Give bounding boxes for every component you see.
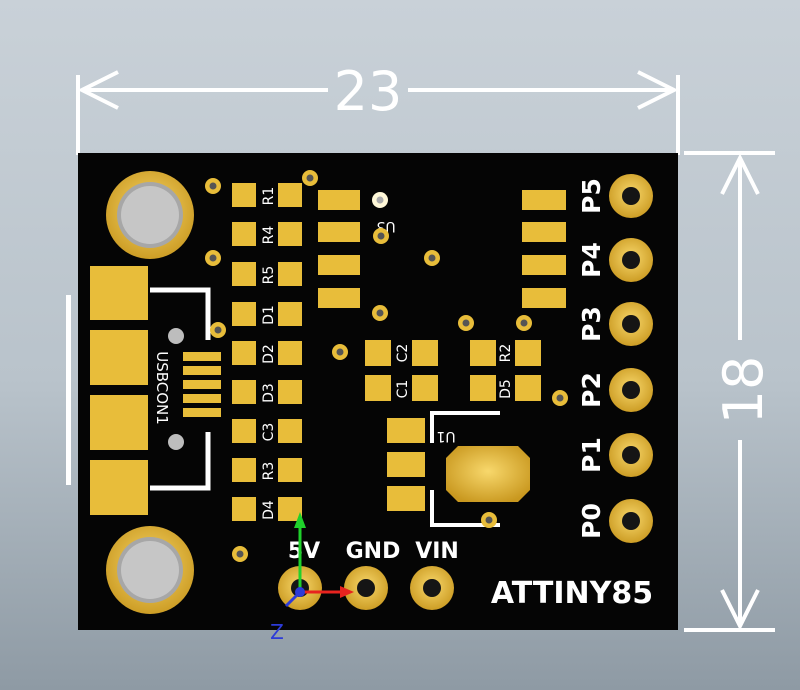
pin-label-p4: P4 (577, 242, 606, 278)
label-r2: R2 (498, 344, 514, 363)
header-pins (609, 174, 653, 543)
smd-column (232, 183, 302, 521)
label-d1: D1 (261, 305, 277, 325)
u3-regulator (318, 190, 360, 308)
pin-label-p0: P0 (577, 503, 606, 539)
axis-z-label: Z (270, 620, 284, 644)
width-label: 23 (334, 60, 403, 123)
pin-label-p1: P1 (577, 437, 606, 473)
label-d2: D2 (261, 344, 277, 364)
height-dimension: 18 (684, 151, 775, 632)
mounting-hole-bottom (106, 526, 194, 614)
pin-label-p2: P2 (577, 372, 606, 408)
mounting-hole-top (106, 171, 194, 259)
height-label: 18 (712, 356, 775, 425)
power-label-5v: 5V (288, 539, 320, 564)
label-r3: R3 (261, 462, 277, 481)
pin-label-p3: P3 (577, 306, 606, 342)
label-d3: D3 (261, 383, 277, 403)
right-smd-pads (522, 190, 566, 308)
label-d5: D5 (498, 379, 514, 399)
power-label-gnd: GND (346, 539, 401, 564)
label-d4: D4 (261, 500, 277, 520)
label-r4: R4 (261, 226, 277, 245)
vias (205, 170, 568, 562)
chip-name-label: ATTINY85 (491, 576, 653, 611)
usb-connector: USBCON1 (66, 266, 221, 515)
width-dimension: 23 (76, 60, 680, 155)
label-c2: C2 (395, 344, 411, 363)
label-c1: C1 (395, 380, 411, 399)
label-r5: R5 (261, 266, 277, 285)
power-pins (278, 566, 454, 610)
r2-d5-pads (470, 340, 541, 401)
axis-triad (284, 512, 354, 608)
label-c3: C3 (261, 423, 277, 442)
label-r1: R1 (261, 187, 277, 206)
power-label-vin: VIN (415, 539, 459, 564)
usb-connector-label: USBCON1 (153, 351, 171, 425)
capacitor-pads (365, 340, 438, 401)
u1-chip (387, 411, 530, 527)
label-u1: U1 (436, 428, 455, 444)
pin-label-p5: P5 (577, 178, 606, 214)
